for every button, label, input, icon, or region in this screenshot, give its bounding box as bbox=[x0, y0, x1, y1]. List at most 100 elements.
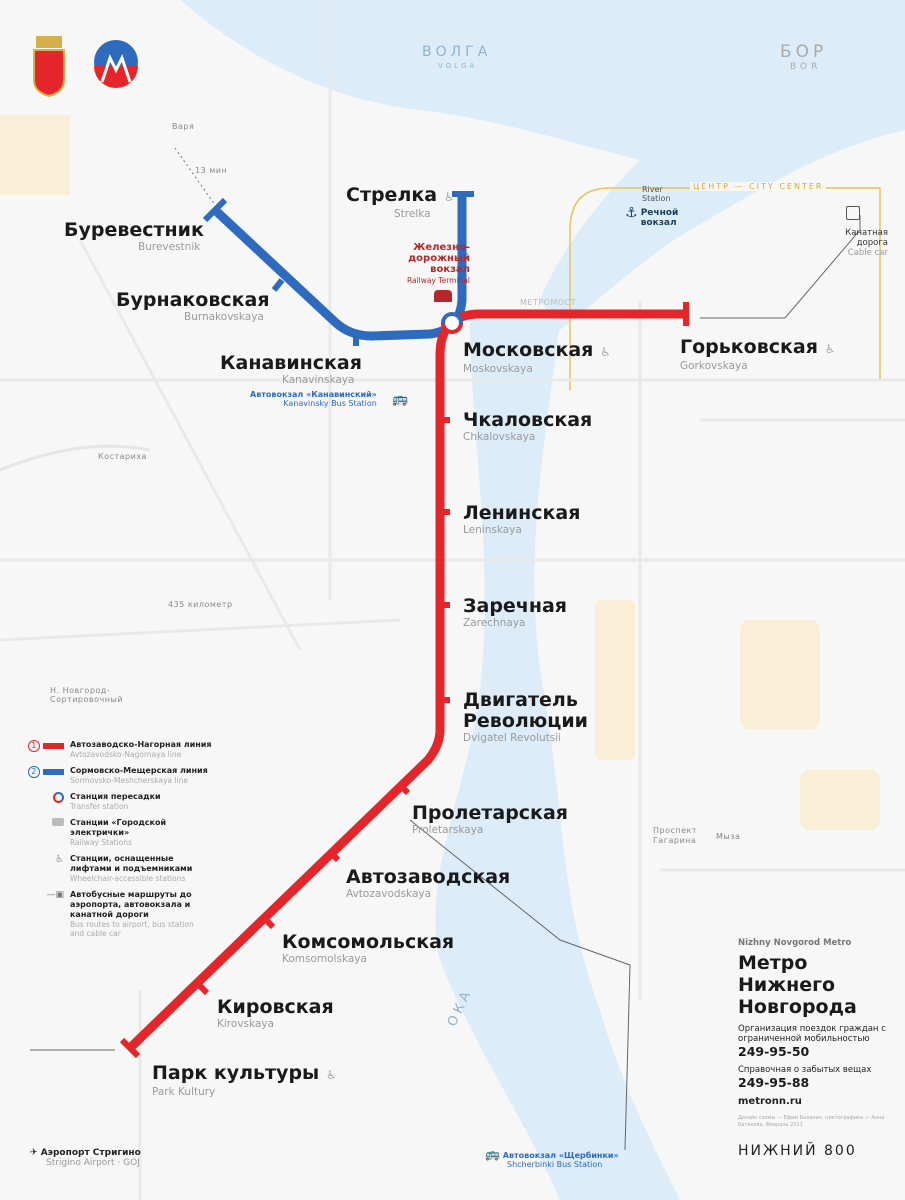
river-station-en: River Station bbox=[642, 185, 671, 203]
legend-ru: Сормовско-Мещерская линия bbox=[70, 766, 208, 775]
wheelchair-icon: ♿ bbox=[600, 345, 611, 359]
website-link[interactable]: metronn.ru bbox=[738, 1096, 802, 1107]
station-name-en: Moskovskaya bbox=[463, 363, 533, 375]
station-name: Ленинская bbox=[463, 502, 581, 524]
airport-en: Strigino Airport · GOJ bbox=[46, 1158, 140, 1168]
legend-ru: Автобусные маршруты до аэропорта, автово… bbox=[70, 890, 192, 919]
train-icon bbox=[52, 818, 64, 826]
mobility-text: Организация поездок граждан с ограниченн… bbox=[738, 1024, 886, 1044]
park-kultury-terminus bbox=[119, 1037, 141, 1059]
mobility-phone[interactable]: 249-95-50 bbox=[738, 1044, 810, 1059]
airplane-icon: ✈ bbox=[30, 1148, 38, 1158]
bus-icon: 🚌 bbox=[485, 1147, 500, 1161]
varya-label: Варя bbox=[172, 122, 195, 131]
station-gorkovskaya[interactable]: Горьковская ♿Gorkovskaya bbox=[680, 337, 835, 373]
railway-terminal-ru: Железно-дорожный вокзал bbox=[408, 242, 470, 275]
station-name: Чкаловская bbox=[463, 409, 593, 431]
legend-bus: —▣Автобусные маршруты до аэропорта, авто… bbox=[28, 890, 228, 938]
station-strelka[interactable]: Стрелка ♿ Strelka bbox=[346, 185, 454, 221]
kanavinsky-bus-station: Автовокзал «Канавинский»Kanavinsky Bus S… bbox=[250, 390, 377, 408]
legend-en: Transfer station bbox=[70, 802, 129, 811]
wheelchair-icon: ♿ bbox=[325, 1068, 337, 1082]
oka-river bbox=[435, 320, 680, 1200]
km435-label: 435 километр bbox=[168, 600, 233, 609]
shcherbinki-ru: Автовокзал «Щербинки» bbox=[502, 1151, 619, 1160]
station-name: Стрелка bbox=[346, 184, 438, 206]
legend-ru: Станции «Городской электрички» bbox=[70, 818, 167, 837]
city-center-label: ЦЕНТР — CITY CENTER bbox=[690, 182, 827, 191]
info-subtitle: Nizhny Novgorod Metro bbox=[738, 938, 852, 948]
station-name-en: Kirovskaya bbox=[217, 1018, 274, 1030]
station-name: Горьковская bbox=[680, 336, 818, 358]
legend-ru: Станция пересадки bbox=[70, 792, 161, 801]
cable-car-icon bbox=[846, 206, 860, 220]
line-2-number-icon: 2 bbox=[28, 766, 40, 778]
city-coat-of-arms-icon bbox=[33, 36, 65, 98]
station-name: Комсомольская bbox=[282, 931, 455, 953]
kostariha-label: Костариха bbox=[98, 452, 147, 461]
station-name: Автозаводская bbox=[346, 866, 511, 888]
kanavinsky-bus-ru: Автовокзал «Канавинский» bbox=[250, 390, 377, 399]
legend-en: Railway Stations bbox=[70, 838, 132, 847]
wheelchair-icon: ♿ bbox=[824, 342, 836, 356]
line-1-avtozavodsko-nagornaya bbox=[126, 309, 688, 1052]
legend-ru: Станции, оснащенные лифтами и подъемника… bbox=[70, 854, 193, 873]
metromost-label: МЕТРОМОСТ bbox=[520, 298, 577, 307]
station-name: Парк культуры bbox=[152, 1062, 320, 1084]
volga-label: ВОЛГА bbox=[422, 44, 492, 60]
legend-railway: Станции «Городской электрички»Railway St… bbox=[28, 818, 228, 847]
station-name-en: Avtozavodskaya bbox=[346, 888, 432, 900]
info-block: Nizhny Novgorod Metro Метро Нижнего Новг… bbox=[738, 938, 898, 1159]
station-name-en: Kanavinskaya bbox=[282, 374, 355, 386]
station-name: Бурнаковская bbox=[116, 289, 270, 311]
legend-en: Avtozavodsko-Nagornaya line bbox=[70, 750, 182, 759]
city-center-ring bbox=[569, 187, 881, 390]
station-name-en: Leninskaya bbox=[463, 524, 522, 536]
transfer-station-icon bbox=[53, 792, 64, 803]
wheelchair-icon: ♿ bbox=[55, 854, 64, 865]
station-name-en: Zarechnaya bbox=[463, 617, 526, 629]
legend-en: Wheelchair-accessible stations bbox=[70, 874, 186, 883]
bus-icon: 🚌 bbox=[392, 392, 409, 407]
station-name: Пролетарская bbox=[412, 802, 568, 824]
station-name-en: Park Kultury bbox=[152, 1086, 216, 1098]
info-title: Метро Нижнего Новгорода bbox=[738, 952, 857, 1018]
lost-items-phone[interactable]: 249-95-88 bbox=[738, 1075, 810, 1090]
metro-m-logo-icon bbox=[94, 40, 138, 88]
line-2-sormovsko-meshcherskaya bbox=[211, 195, 467, 341]
gagarina-label: Проспект Гагарина bbox=[653, 826, 698, 845]
wheelchair-icon: ♿ bbox=[443, 190, 455, 204]
station-name-en: Dvigatel Revolutsii bbox=[463, 732, 562, 744]
walk-time-label: 13 мин bbox=[195, 166, 228, 175]
bor-label-en: BOR bbox=[790, 62, 822, 72]
station-moskovskaya[interactable]: Московская ♿Moskovskaya bbox=[463, 340, 611, 376]
station-name-en: Komsomolskaya bbox=[282, 953, 367, 965]
city-center-ru: ЦЕНТР bbox=[693, 182, 730, 191]
station-name-en: Chkalovskaya bbox=[463, 431, 536, 443]
station-name-en: Strelka bbox=[394, 208, 431, 220]
shcherbinki-en: Shcherbinki Bus Station bbox=[507, 1160, 603, 1169]
station-park-kultury[interactable]: Парк культуры ♿ Park Kultury bbox=[152, 1063, 337, 1099]
burevestnik-terminus bbox=[202, 197, 228, 223]
station-name: Канавинская bbox=[220, 352, 362, 374]
volga-label-en: VOLGA bbox=[438, 62, 478, 70]
myza-label: Мыза bbox=[716, 832, 741, 841]
nizhny-800-logo: НИЖНИЙ 800 bbox=[738, 1143, 857, 1159]
anchor-icon: ⚓ bbox=[625, 205, 638, 221]
